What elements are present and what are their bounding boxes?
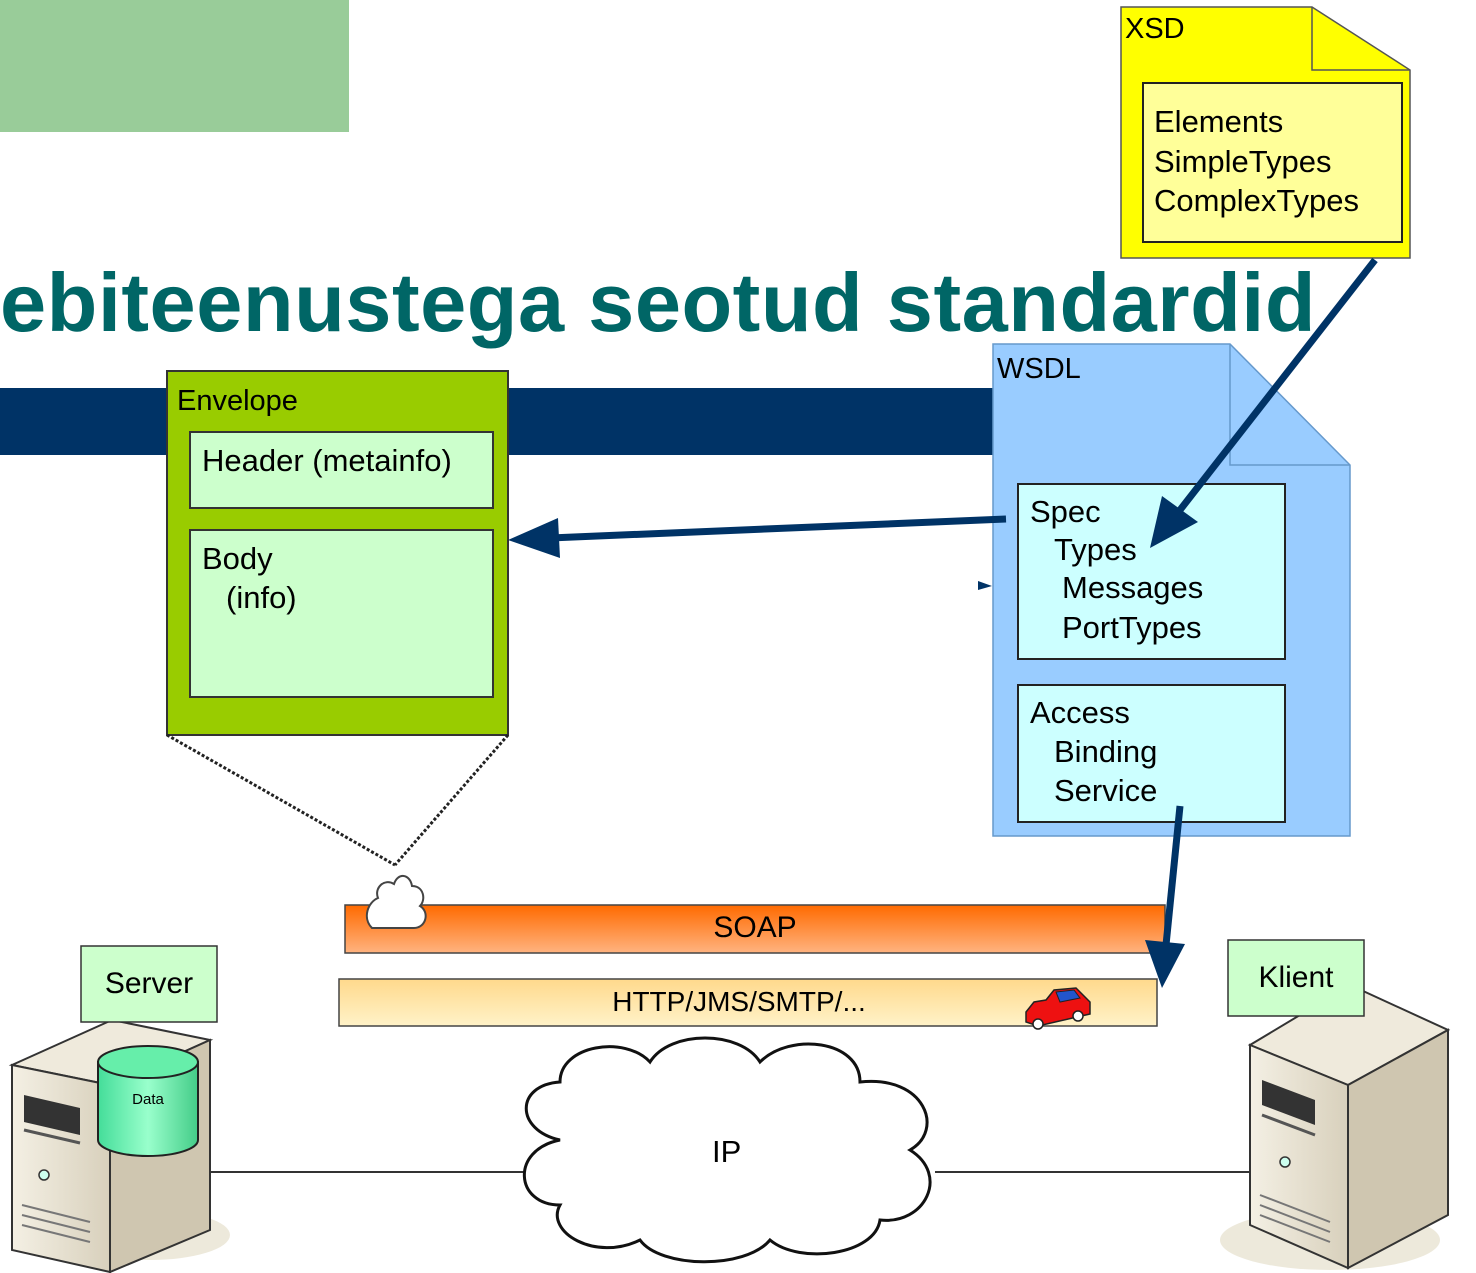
envelope-body-sub: (info) [226,580,297,615]
database-icon [97,1045,199,1157]
wsdl-spec-messages: Messages [1062,570,1204,605]
envelope-zoom-lines [166,733,510,867]
wsdl-access-label: Access [1030,695,1130,730]
client-label: Klient [1258,961,1334,994]
ip-cloud-icon [522,1036,932,1264]
slide-title: ebiteenustega seotud standardid [0,256,1317,349]
envelope-label: Envelope [177,385,298,417]
xsd-label: XSD [1125,13,1185,45]
envelope-body-label: Body [202,541,273,576]
server-label-box [80,945,218,1023]
soap-envelope [166,370,509,736]
xsd-item-complextypes: ComplexTypes [1154,183,1360,218]
wsdl-access-binding: Binding [1054,734,1158,769]
wsdl-spec-porttypes: PortTypes [1062,610,1202,645]
xsd-document [1120,6,1411,259]
envelope-header-label: Header (metainfo) [202,443,452,478]
wsdl-to-envelope-arrow [508,515,1007,558]
transport-layer-bar [338,978,1158,1027]
wsdl-document [978,343,1351,837]
client-label-box [1227,939,1365,1017]
message-blob-icon [365,875,427,929]
server-label: Server [104,967,194,1000]
database-label: Data [132,1091,164,1108]
corner-green-block [0,0,349,132]
service-to-transport-arrow [1145,805,1185,988]
soap-layer-label: SOAP [713,911,797,944]
wsdl-access-service: Service [1054,773,1158,808]
xsd-to-types-arrow [1150,257,1378,548]
wsdl-spec-types: Types [1054,532,1137,567]
xsd-item-elements: Elements [1154,104,1284,139]
xsd-item-simpletypes: SimpleTypes [1154,144,1332,179]
wsdl-label: WSDL [997,353,1081,385]
client-computer-icon [1220,983,1451,1270]
wsdl-spec-label: Spec [1030,494,1101,529]
transport-layer-label: HTTP/JMS/SMTP/... [612,986,866,1017]
ip-cloud-label: IP [712,1134,742,1169]
car-icon [1025,987,1091,1030]
